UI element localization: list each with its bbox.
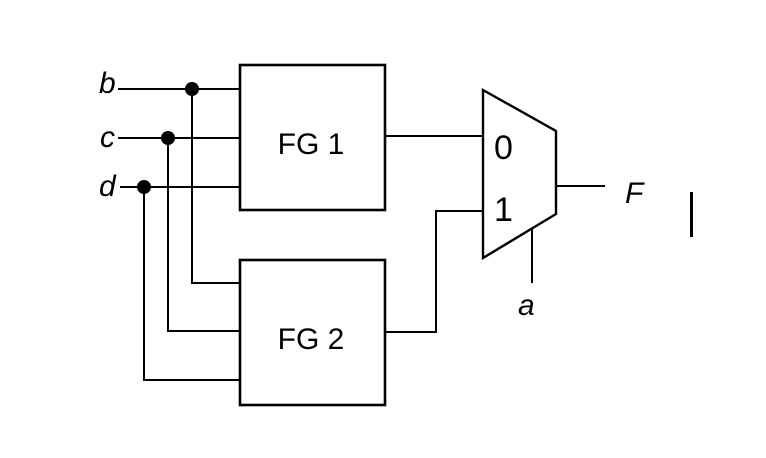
input-label-b: b — [99, 67, 116, 100]
input-label-d: d — [99, 170, 117, 203]
input-label-c: c — [100, 121, 115, 154]
junction-dot-c — [161, 131, 175, 145]
text-cursor — [690, 192, 693, 237]
wire-branch-b-to-fg2 — [191, 89, 240, 284]
wire-branch-d-to-fg2 — [143, 187, 240, 381]
mux-port1-label: 1 — [494, 191, 513, 229]
wire-branch-c-to-fg2 — [167, 138, 240, 332]
mux-port0-label: 0 — [494, 129, 513, 167]
wire-fg2-to-mux1 — [385, 210, 483, 333]
fg2-block — [238, 258, 387, 407]
junction-dot-b — [185, 82, 199, 96]
output-label-f: F — [625, 177, 645, 210]
mux-shape — [481, 87, 558, 261]
select-label-a: a — [518, 289, 535, 322]
fg2-label: FG 2 — [278, 323, 345, 356]
junction-dot-d — [137, 180, 151, 194]
fg1-label: FG 1 — [278, 128, 345, 161]
fg1-block — [238, 63, 387, 212]
